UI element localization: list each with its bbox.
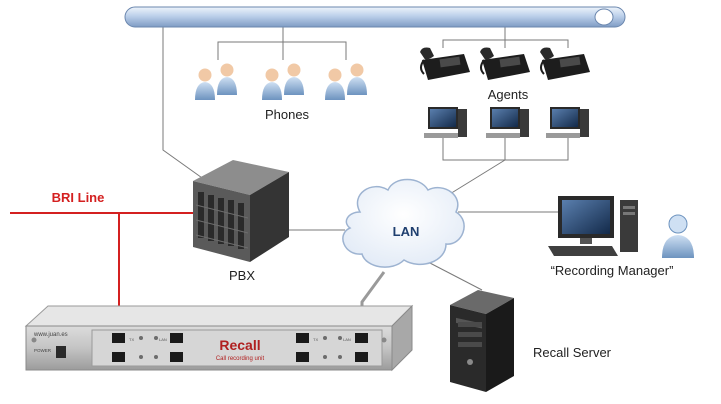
port-label-tx: TX	[129, 337, 134, 342]
recorder-power-label: POWER	[34, 348, 52, 353]
desk-phone-icon	[540, 47, 590, 80]
power-switch	[56, 346, 66, 358]
pbx-label: PBX	[229, 268, 255, 283]
desk-phone-icon	[480, 47, 530, 80]
recorder-subtitle: Call recording unit	[216, 356, 265, 362]
bri-line-label: BRI Line	[52, 190, 105, 205]
recorder-url: www.juan.es	[33, 332, 68, 338]
rack-recorder-icon: TX LAN TX LAN	[24, 304, 414, 372]
recorder-ports-right	[296, 333, 368, 362]
network-bus-pipe	[124, 6, 626, 28]
port-label-lan: LAN	[159, 337, 167, 342]
manager-person-icon	[662, 214, 694, 258]
lan-label: LAN	[393, 224, 420, 239]
agents-label: Agents	[488, 87, 529, 102]
desktop-computer-icon	[424, 107, 467, 138]
port-label-lan: LAN	[343, 337, 351, 342]
port-label-tx: TX	[313, 337, 318, 342]
recorder-ports-left	[112, 333, 183, 362]
phones-label: Phones	[265, 107, 310, 122]
recorder-brand: Recall	[219, 337, 260, 353]
agent-computers	[424, 107, 589, 138]
agent-phones	[420, 47, 590, 80]
phones-group	[195, 63, 367, 100]
people-icon	[262, 63, 304, 100]
tower-server-icon	[450, 290, 514, 392]
people-icon	[325, 63, 367, 100]
recorder-leds-right	[323, 336, 342, 359]
pbx-cabinet-icon	[193, 160, 289, 262]
recall-server-label: Recall Server	[533, 345, 612, 360]
recording-manager-label: “Recording Manager”	[551, 263, 674, 278]
workstation-icon	[548, 196, 638, 256]
desktop-computer-icon	[546, 107, 589, 138]
recorder-leds-left	[139, 336, 158, 359]
desktop-computer-icon	[486, 107, 529, 138]
people-icon	[195, 63, 237, 100]
cloud-icon	[342, 178, 465, 268]
desk-phone-icon	[420, 47, 470, 80]
